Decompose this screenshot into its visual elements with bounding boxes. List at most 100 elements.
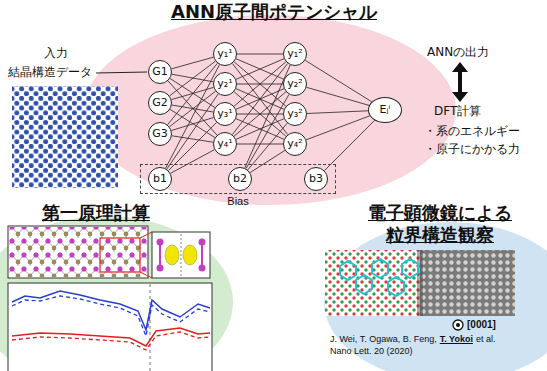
charge-lobe [165, 245, 179, 265]
hidden-node: y₄² [283, 132, 307, 156]
model-ground [325, 250, 420, 316]
double-arrow-shaft [458, 71, 462, 93]
bullet-text: ・原子にかかる力 [424, 142, 520, 156]
citation: J. Wei, T. Ogawa, B. Feng, [330, 334, 437, 345]
citation: et al. [476, 334, 496, 345]
structural-units [340, 259, 418, 296]
blue-dashed-curve [12, 296, 210, 336]
grain-boundary [417, 250, 423, 316]
section-heading: ANN原子間ポテンシャル [171, 1, 377, 23]
connector [167, 94, 218, 169]
connector [236, 119, 284, 140]
axis-label: [0001] [467, 319, 496, 331]
section-heading: 第一原理計算 [42, 202, 150, 224]
bias-node: b2 [228, 167, 252, 191]
connector [170, 91, 216, 126]
connector [236, 59, 284, 80]
dft-region [0, 216, 233, 371]
inset-panel [152, 232, 210, 278]
input-node: G1 [148, 60, 172, 84]
connector [232, 64, 287, 135]
hidden-node: y₁² [283, 42, 307, 66]
connector [250, 150, 285, 172]
connector [232, 64, 287, 135]
zoom-line [140, 272, 152, 278]
atom [157, 265, 164, 272]
input-label: 入力 [44, 46, 68, 60]
node-label: G3 [152, 128, 168, 140]
node-label: y₁¹ [217, 48, 232, 60]
plot-panel [8, 283, 212, 371]
connector [166, 65, 220, 169]
bias-group: Biasb1b2b3 [140, 164, 336, 194]
node-label: y₄¹ [217, 138, 232, 150]
connector [236, 119, 284, 140]
node-label: b3 [309, 173, 323, 185]
node-label: y₃¹ [217, 108, 232, 120]
connector [172, 136, 213, 142]
connector [246, 94, 289, 168]
plot-divider [150, 284, 151, 371]
connector [305, 60, 372, 102]
crystal-model [9, 227, 147, 277]
bond [201, 242, 203, 268]
connector [248, 123, 287, 170]
input-node: G3 [148, 122, 172, 146]
bias-node: b3 [304, 167, 328, 191]
node-label: b1 [153, 173, 167, 185]
hidden-node: y₁¹ [213, 42, 237, 66]
atom [157, 239, 164, 246]
node-label: G2 [152, 97, 168, 109]
citation-author: T. Yokoi [440, 334, 473, 345]
node-label: y₃² [287, 108, 302, 120]
bias-node: b1 [148, 167, 172, 191]
hidden-node: y₂² [283, 72, 307, 96]
highlight-box [100, 238, 140, 272]
arrow-head [452, 92, 468, 102]
hidden-node: y₄¹ [213, 132, 237, 156]
connector [306, 116, 370, 140]
connector [168, 81, 217, 135]
connector [307, 87, 370, 105]
connector [171, 150, 215, 174]
stem-image [420, 250, 515, 316]
input-line [96, 72, 147, 73]
hidden-node: y₃¹ [213, 102, 237, 126]
connector [234, 92, 286, 136]
crystal-ground [12, 86, 118, 188]
connector [170, 61, 216, 96]
connector [237, 54, 283, 55]
atom [199, 265, 206, 272]
red-dashed-curve [12, 332, 210, 350]
section-heading: 電子顕微鏡による 粒界構造観察 [345, 202, 535, 245]
node-label: y₂¹ [217, 78, 232, 90]
connector [325, 120, 375, 170]
connector [236, 59, 284, 80]
connector [170, 79, 215, 108]
crystal-structure [12, 86, 118, 188]
inset-dashed-line [181, 234, 182, 276]
charge-lobe [183, 245, 197, 265]
node-label: y₄² [287, 138, 302, 150]
bond [159, 242, 161, 268]
output-label: DFT計算 [434, 104, 481, 118]
ann-region [84, 15, 456, 205]
citation: Nano Lett. 20 (2020) [330, 346, 413, 357]
hidden-node: y₂¹ [213, 72, 237, 96]
node-label: Eⱼⁱ [380, 104, 391, 116]
bias-label: Bias [141, 195, 335, 207]
connector [168, 63, 218, 124]
atom [199, 239, 206, 246]
axis-symbol [453, 320, 463, 330]
connector [172, 118, 214, 131]
hidden-node: y₃² [283, 102, 307, 126]
bullet-text: ・系のエネルギー [424, 124, 520, 138]
connector [307, 111, 368, 114]
input-node: G2 [148, 91, 172, 115]
blue-curve [12, 291, 210, 330]
axis-symbol-dot [456, 323, 460, 327]
node-label: y₁² [287, 48, 302, 60]
node-label: y₂² [287, 78, 302, 90]
